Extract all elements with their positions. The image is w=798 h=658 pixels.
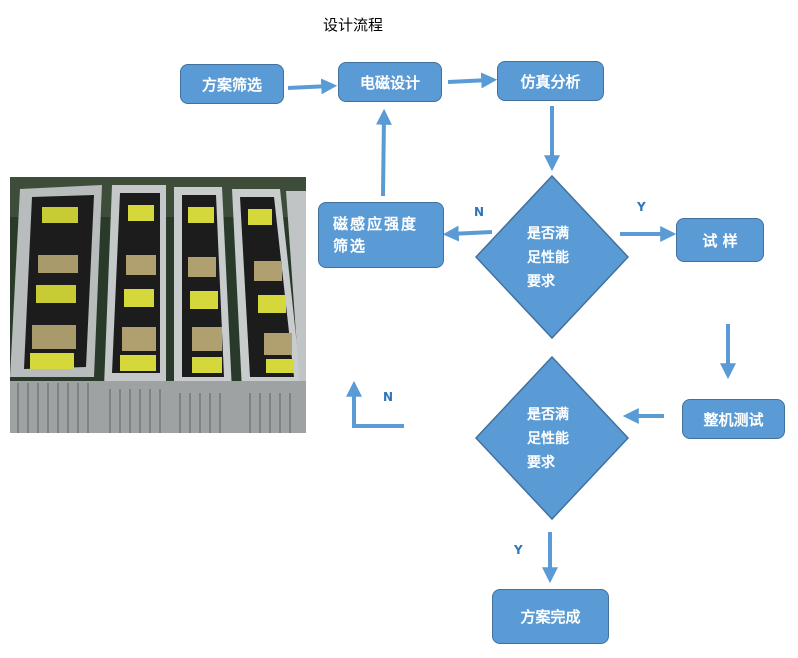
node-sample-screen: 磁感应强度 筛选: [318, 202, 444, 268]
node-simulation: 仿真分析: [497, 61, 604, 101]
decision-1-label: 是否满 足性能 要求: [527, 226, 569, 290]
node-done-label: 方案完成: [520, 608, 581, 626]
label-yes-2: Y: [514, 543, 523, 557]
lamp-housing-photo: [10, 177, 306, 433]
node-em-design: 电磁设计: [338, 62, 442, 102]
node-done: 方案完成: [492, 589, 609, 644]
node-sample-screen-label: 磁感应强度 筛选: [333, 215, 419, 255]
diagram-title: 设计流程: [323, 16, 384, 34]
node-machine-test-label: 整机测试: [703, 410, 764, 429]
arrow-decision2-no: [346, 380, 404, 428]
node-trial-label: 试 样: [702, 231, 738, 250]
arrow-screen-to-em: [375, 108, 392, 197]
decision-diamond-1: [474, 174, 630, 340]
node-simulation-label: 仿真分析: [520, 72, 581, 91]
arrow-scheme-to-em: [287, 78, 338, 95]
arrow-em-to-sim: [447, 72, 498, 89]
arrow-decision1-to-screen: [442, 225, 493, 242]
label-no-2: N: [383, 390, 394, 404]
node-machine-test: 整机测试: [682, 399, 785, 439]
decision-2-label: 是否满 足性能 要求: [527, 407, 569, 471]
node-trial: 试 样: [676, 218, 764, 262]
label-yes-1: Y: [637, 200, 646, 214]
node-scheme-screen: 方案筛选: [180, 64, 284, 104]
label-no-1: N: [474, 205, 485, 219]
node-scheme-screen-label: 方案筛选: [201, 75, 262, 94]
node-em-design-label: 电磁设计: [359, 73, 420, 92]
decision-diamond-2: [474, 355, 630, 521]
